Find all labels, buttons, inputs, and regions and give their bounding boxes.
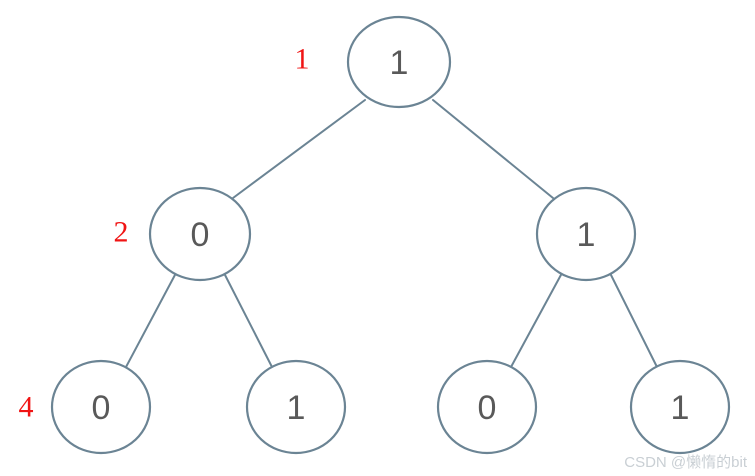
level-labels-group: 1 2 4 — [19, 43, 310, 424]
node-circle — [346, 15, 452, 109]
tree-node[interactable]: 1 — [535, 186, 637, 282]
tree-node[interactable]: 1 — [245, 359, 347, 455]
node-circle — [436, 359, 538, 455]
node-circle — [50, 359, 152, 455]
node-value: 1 — [577, 216, 596, 254]
node-value: 1 — [287, 389, 306, 427]
tree-node[interactable]: 1 — [629, 359, 731, 455]
node-circle — [245, 359, 347, 455]
edges-group — [125, 99, 658, 368]
csdn-watermark: CSDN @懒惰的bit — [624, 454, 747, 471]
tree-edge — [125, 272, 177, 368]
tree-node[interactable]: 1 — [346, 15, 452, 109]
tree-node[interactable]: 0 — [50, 359, 152, 455]
nodes-group: 1 0 1 0 1 0 1 — [50, 15, 731, 455]
tree-node[interactable]: 0 — [436, 359, 538, 455]
node-value: 0 — [191, 216, 210, 254]
level-count-label: 2 — [114, 216, 129, 249]
tree-node[interactable]: 0 — [148, 186, 252, 282]
level-count-label: 4 — [19, 391, 34, 424]
node-circle — [148, 186, 252, 282]
node-circle — [629, 359, 731, 455]
tree-edge — [432, 99, 554, 199]
level-count-label: 1 — [295, 43, 310, 76]
tree-edge — [510, 272, 563, 368]
tree-edge — [223, 272, 273, 368]
node-circle — [535, 186, 637, 282]
node-value: 0 — [92, 389, 111, 427]
tree-edge — [609, 272, 658, 368]
tree-edge — [232, 99, 366, 199]
node-value: 1 — [671, 389, 690, 427]
node-value: 0 — [478, 389, 497, 427]
node-value: 1 — [390, 44, 409, 82]
